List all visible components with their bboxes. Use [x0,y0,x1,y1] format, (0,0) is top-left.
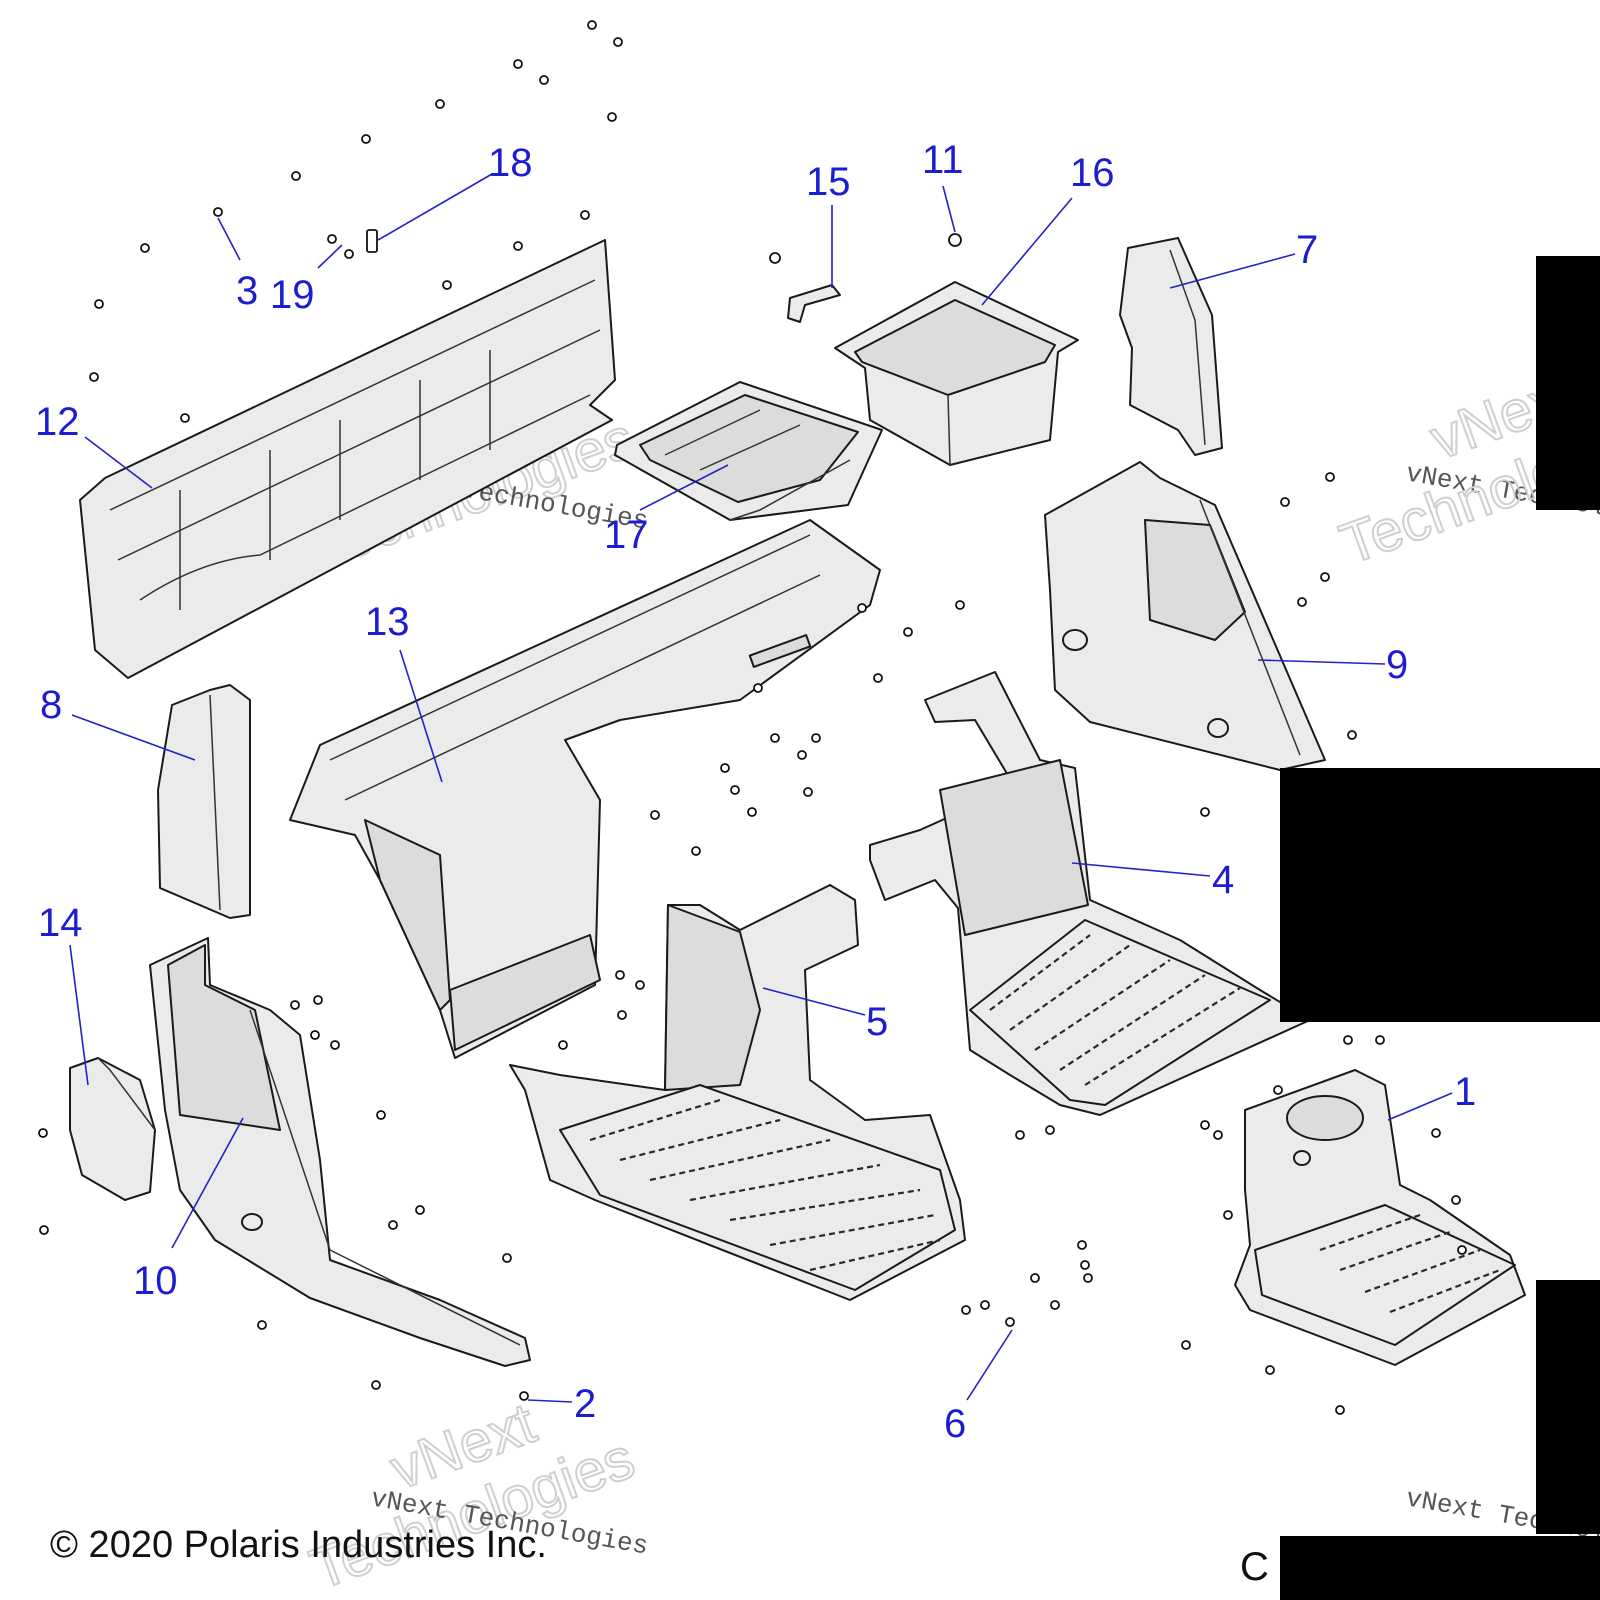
part-14-pad [69,1057,156,1201]
grate-pattern [589,1098,941,1272]
redaction-block-bottom-right [1536,1280,1600,1534]
callout-5: 5 [866,1000,888,1044]
callout-15: 15 [806,160,851,204]
redaction-block-top-right [1536,256,1600,510]
callout-9: 9 [1386,643,1408,687]
redaction-block-bottom-corner [1280,1536,1600,1600]
part-9-right-side-wall [1044,461,1326,771]
callout-13: 13 [365,600,410,644]
part-1-center-console [1234,1069,1526,1366]
figure-code: C [1240,1545,1269,1589]
callout-14: 14 [38,901,83,945]
part-5-left-floor [509,884,966,1301]
callout-4: 4 [1212,858,1234,902]
callout-1: 1 [1454,1070,1476,1114]
part-8-left-upright [157,684,251,919]
callout-8: 8 [40,683,62,727]
callout-10: 10 [133,1259,178,1303]
part-13-center-bulkhead [289,519,881,1059]
callout-12: 12 [35,400,80,444]
copyright-text: © 2020 Polaris Industries Inc. [50,1524,547,1566]
part-12-rear-panel [79,239,616,679]
callout-2: 2 [574,1382,596,1426]
leader-lines [69,173,1453,1403]
part-4-right-floor [869,671,1311,1116]
grate-pattern [989,934,1241,1086]
callout-19: 19 [270,273,315,317]
part-16-storage-bin [834,281,1079,466]
callout-3: 3 [236,269,258,313]
callout-17: 17 [604,513,649,557]
fastener-group [38,20,1467,1415]
callout-16: 16 [1070,151,1115,195]
callout-6: 6 [944,1402,966,1446]
redaction-block-middle-right [1280,768,1600,1022]
callout-7: 7 [1296,228,1318,272]
part-15-bracket [787,284,841,323]
callout-18: 18 [488,141,533,185]
callout-group: 18 15 11 16 7 3 19 12 17 13 8 9 4 14 5 1… [35,138,1476,1446]
grate-pattern [1319,1213,1501,1314]
part-17-tray [614,381,883,521]
callout-11: 11 [922,138,964,182]
part-10-left-side-sill [149,937,531,1367]
part-7-rear-upright [1119,237,1223,456]
